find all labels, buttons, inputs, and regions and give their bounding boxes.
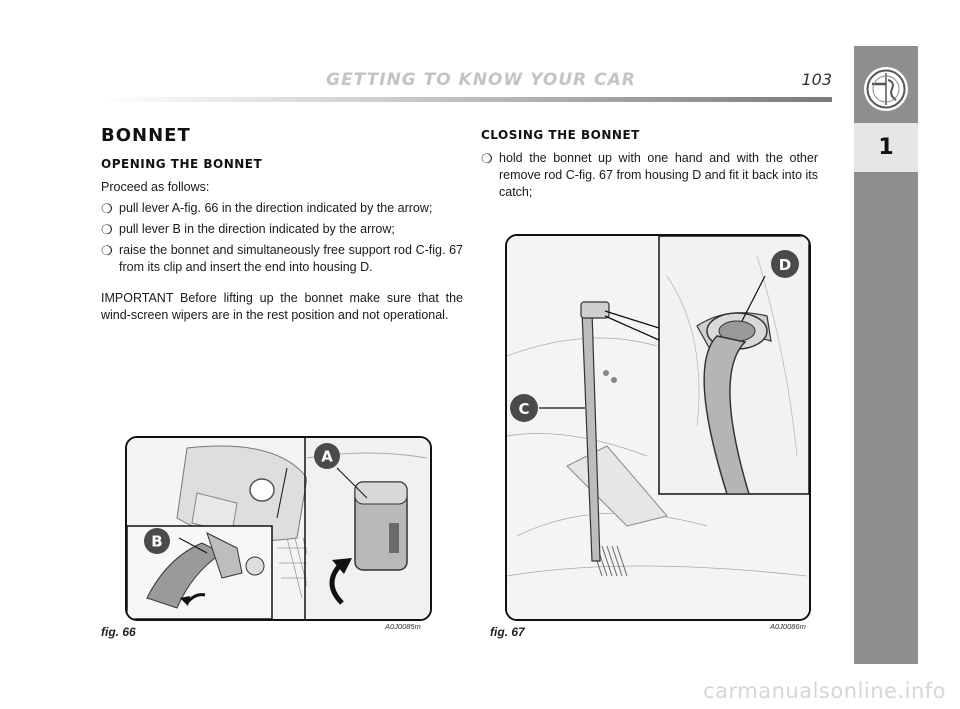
callout-c-label: C — [518, 400, 529, 418]
figure-caption: fig. 67 — [490, 625, 525, 639]
step-text: pull lever A-fig. 66 in the direction in… — [119, 201, 433, 215]
step-text: hold the bonnet up with one hand and wit… — [499, 151, 818, 199]
list-item: ❍ raise the bonnet and simultaneously fre… — [101, 242, 463, 276]
watermark: carmanualsonline.info — [703, 679, 946, 703]
callout-b-label: B — [151, 533, 162, 551]
bullet-icon: ❍ — [101, 201, 113, 216]
callout-d — [771, 250, 799, 278]
chapter-title: GETTING TO KNOW YOUR CAR — [326, 70, 636, 90]
figure-66: A B — [125, 436, 432, 621]
list-item: ❍ pull lever A-fig. 66 in the direction i… — [101, 200, 463, 217]
left-column: BONNET OPENING THE BONNET Proceed as fol… — [101, 127, 463, 324]
section-title: BONNET — [101, 125, 191, 146]
figure-caption: fig. 66 — [101, 625, 136, 639]
subsection-title-closing: CLOSING THE BONNET — [481, 128, 640, 142]
intro-text: Proceed as follows: — [101, 180, 210, 194]
list-item: ❍ pull lever B in the direction indicated… — [101, 221, 463, 238]
figure-code: A0J0085m — [385, 622, 421, 631]
bullet-icon: ❍ — [101, 222, 113, 237]
alfa-romeo-badge-icon — [864, 67, 908, 111]
figure-code: A0J0086m — [770, 622, 806, 631]
list-item: ❍ hold the bonnet up with one hand and wi… — [481, 150, 818, 201]
subsection-title-opening: OPENING THE BONNET — [101, 157, 263, 171]
callout-b — [144, 528, 170, 554]
step-text: raise the bonnet and simultaneously free… — [119, 243, 463, 274]
bullet-icon: ❍ — [481, 151, 493, 166]
closing-steps: ❍ hold the bonnet up with one hand and wi… — [481, 150, 818, 201]
figure-67: D C — [505, 234, 811, 621]
callout-a — [314, 443, 340, 469]
page-number: 103 — [801, 70, 832, 89]
chapter-tab[interactable]: 1 — [854, 123, 918, 172]
callout-a-label: A — [321, 448, 333, 466]
right-column: CLOSING THE BONNET ❍ hold the bonnet up w… — [481, 127, 818, 205]
important-note: IMPORTANT Before lifting up the bonnet m… — [101, 291, 463, 322]
bullet-icon: ❍ — [101, 243, 113, 258]
header-rule — [100, 97, 832, 102]
callout-d-label: D — [779, 256, 791, 274]
fig66-illustration: A B — [127, 438, 430, 619]
fig67-illustration: D C — [507, 236, 809, 619]
callout-c — [510, 394, 538, 422]
step-text: pull lever B in the direction indicated … — [119, 222, 395, 236]
opening-steps: ❍ pull lever A-fig. 66 in the direction i… — [101, 200, 463, 276]
